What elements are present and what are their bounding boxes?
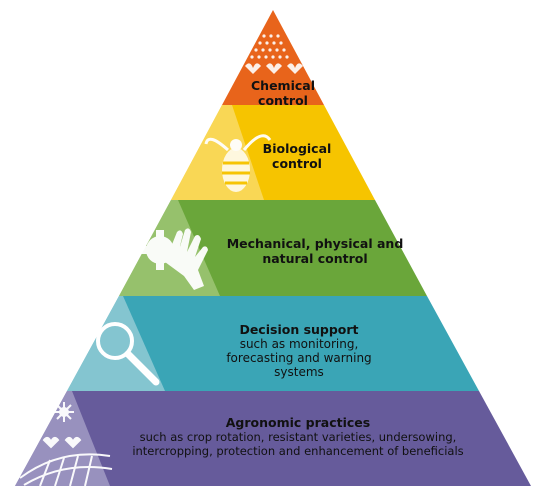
chemical-control-title: Chemical control — [251, 78, 315, 108]
chemical-control-label: Chemical control — [0, 78, 546, 108]
agronomic-practices-description: such as crop rotation, resistant varieti… — [132, 430, 464, 458]
level-mechanical — [119, 200, 427, 296]
magnifier-icon — [96, 322, 160, 386]
field-sun-icon — [19, 402, 113, 487]
level-decision — [67, 296, 479, 391]
hand-gear-icon — [140, 228, 208, 290]
biological-control-label: Biological control — [0, 141, 546, 171]
bee-icon — [204, 134, 272, 192]
decision-support-description: such as monitoring, forecasting and warn… — [226, 337, 372, 379]
mechanical-control-title: Mechanical, physical and natural control — [226, 236, 404, 266]
agronomic-practices-label: Agronomic practices such as crop rotatio… — [0, 415, 546, 459]
mechanical-control-label: Mechanical, physical and natural control — [0, 236, 546, 266]
level-biological — [171, 105, 375, 200]
biological-control-title: Biological control — [262, 141, 332, 171]
spray-droplets-icon — [245, 34, 303, 74]
level-agronomic — [15, 391, 531, 487]
decision-support-label: Decision support such as monitoring, for… — [0, 322, 546, 380]
level-chemical — [222, 10, 324, 105]
agronomic-practices-title: Agronomic practices — [225, 415, 371, 430]
decision-support-title: Decision support — [239, 322, 359, 337]
